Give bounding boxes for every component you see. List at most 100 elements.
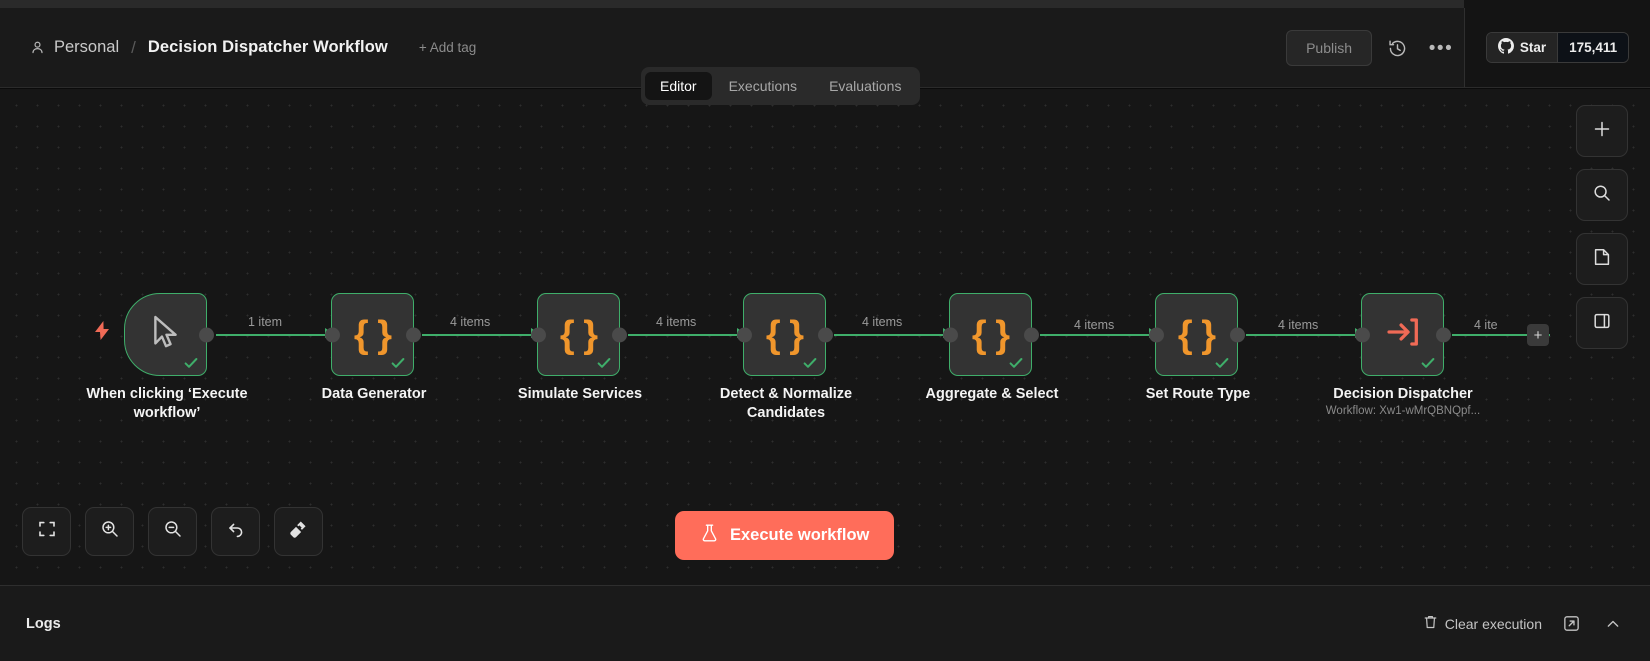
node-decision-dispatcher[interactable] — [1354, 293, 1451, 376]
reset-zoom-button[interactable] — [211, 507, 260, 556]
node-input-port[interactable] — [530, 327, 546, 342]
star-count[interactable]: 175,411 — [1557, 33, 1629, 62]
node-success-check-icon — [1008, 355, 1024, 371]
tidy-up-icon — [288, 519, 309, 545]
code-braces-icon: { } — [353, 313, 392, 356]
page-title[interactable]: Decision Dispatcher Workflow — [147, 38, 388, 56]
node-input-port[interactable] — [942, 327, 958, 342]
node-input-port[interactable] — [736, 327, 752, 342]
connection-label: 4 items — [656, 315, 697, 329]
search-nodes-button[interactable] — [1576, 169, 1628, 221]
node-subtitle-decision-dispatcher: Workflow: Xw1-wMrQBNQpf... — [1325, 405, 1481, 417]
node-aggregate-select[interactable]: { } — [942, 293, 1039, 376]
connection-label: 4 items — [450, 315, 491, 329]
code-braces-icon: { } — [1177, 313, 1216, 356]
flask-icon — [700, 523, 719, 548]
canvas-zoom-toolbar — [22, 507, 323, 556]
node-success-check-icon — [1420, 355, 1436, 371]
header-actions: Publish ••• — [1286, 8, 1460, 88]
node-success-check-icon — [1214, 355, 1230, 371]
connection-line[interactable] — [628, 334, 741, 336]
code-braces-icon: { } — [559, 313, 598, 356]
zoom-out-icon — [163, 519, 183, 544]
clear-execution-label: Clear execution — [1444, 615, 1542, 632]
node-label-detect-normalize-candidates: Detect & Normalize Candidates — [719, 386, 853, 421]
execute-workflow-label: Execute workflow — [730, 526, 870, 544]
add-node-on-connection-button[interactable]: + — [1527, 324, 1549, 346]
connection-line[interactable] — [422, 334, 535, 336]
node-simulate-services[interactable]: { } — [530, 293, 627, 376]
panel-toggle-icon — [1592, 311, 1612, 336]
connection-label: 4 ite — [1474, 318, 1498, 332]
node-output-port[interactable] — [611, 327, 627, 342]
publish-button[interactable]: Publish — [1286, 30, 1372, 66]
node-output-port[interactable] — [198, 327, 214, 342]
node-detect-normalize-candidates[interactable]: { } — [736, 293, 833, 376]
node-label-decision-dispatcher: Decision Dispatcher — [1333, 386, 1473, 402]
add-tag-button[interactable]: + Add tag — [418, 40, 477, 55]
cursor-icon — [147, 313, 184, 356]
connection-line[interactable] — [834, 334, 947, 336]
node-success-check-icon — [802, 355, 818, 371]
search-icon — [1592, 183, 1612, 208]
more-options-icon[interactable]: ••• — [1422, 29, 1460, 67]
node-success-check-icon — [390, 355, 406, 371]
connection-line[interactable] — [1452, 334, 1550, 336]
node-label-aggregate-select: Aggregate & Select — [925, 386, 1059, 402]
zoom-in-button[interactable] — [85, 507, 134, 556]
toggle-panel-button[interactable] — [1576, 297, 1628, 349]
add-sticky-note-button[interactable] — [1576, 233, 1628, 285]
clear-execution-button[interactable]: Clear execution — [1423, 614, 1542, 633]
node-input-port[interactable] — [324, 327, 340, 342]
node-set-route-type[interactable]: { } — [1148, 293, 1245, 376]
breadcrumb: Personal / Decision Dispatcher Workflow … — [30, 38, 476, 58]
sticky-note-icon — [1592, 247, 1612, 272]
node-output-port[interactable] — [1435, 327, 1451, 342]
history-icon[interactable] — [1378, 29, 1416, 67]
tab-editor[interactable]: Editor — [645, 72, 712, 100]
code-braces-icon: { } — [971, 313, 1010, 356]
workflow-canvas[interactable]: When clicking ‘Execute workflow’ 1 item … — [0, 89, 1650, 585]
add-node-button[interactable] — [1576, 105, 1628, 157]
execute-workflow-icon — [1384, 313, 1422, 356]
zoom-to-fit-button[interactable] — [22, 507, 71, 556]
node-data-generator[interactable]: { } — [324, 293, 421, 376]
code-braces-icon: { } — [765, 313, 804, 356]
github-icon — [1497, 38, 1514, 57]
node-output-port[interactable] — [1023, 327, 1039, 342]
zoom-to-fit-icon — [37, 519, 57, 544]
more-options-glyph: ••• — [1428, 37, 1454, 59]
github-star-badge[interactable]: Star 175,411 — [1485, 32, 1630, 63]
tidy-up-button[interactable] — [274, 507, 323, 556]
chevron-up-icon[interactable] — [1600, 611, 1626, 637]
node-success-check-icon — [596, 355, 612, 371]
node-success-check-icon — [183, 355, 199, 371]
breadcrumb-separator: / — [131, 37, 136, 57]
node-output-port[interactable] — [405, 327, 421, 342]
execute-workflow-button[interactable]: Execute workflow — [675, 511, 895, 560]
connection-line[interactable] — [1246, 334, 1359, 336]
node-label-simulate-services: Simulate Services — [517, 386, 643, 402]
tab-executions[interactable]: Executions — [728, 78, 798, 94]
node-when-clicking-execute-workflow[interactable] — [124, 293, 214, 376]
star-button[interactable]: Star — [1486, 33, 1558, 62]
popout-icon[interactable] — [1558, 611, 1584, 637]
logs-title[interactable]: Logs — [26, 615, 61, 632]
node-label-data-generator: Data Generator — [321, 386, 427, 402]
connection-label: 1 item — [248, 315, 283, 329]
connection-label: 4 items — [1278, 318, 1319, 332]
editor-tabs: Editor Executions Evaluations — [641, 67, 921, 105]
tab-evaluations[interactable]: Evaluations — [829, 78, 902, 94]
node-output-port[interactable] — [817, 327, 833, 342]
person-icon — [30, 40, 45, 55]
zoom-out-button[interactable] — [148, 507, 197, 556]
node-input-port[interactable] — [1148, 327, 1164, 342]
node-input-port[interactable] — [1354, 327, 1370, 342]
connection-line[interactable] — [216, 334, 329, 336]
breadcrumb-project[interactable]: Personal — [54, 38, 120, 56]
connection-label: 4 items — [862, 315, 903, 329]
node-output-port[interactable] — [1229, 327, 1245, 342]
node-label-set-route-type: Set Route Type — [1145, 386, 1251, 402]
trash-icon — [1423, 614, 1438, 633]
connection-line[interactable] — [1040, 334, 1153, 336]
